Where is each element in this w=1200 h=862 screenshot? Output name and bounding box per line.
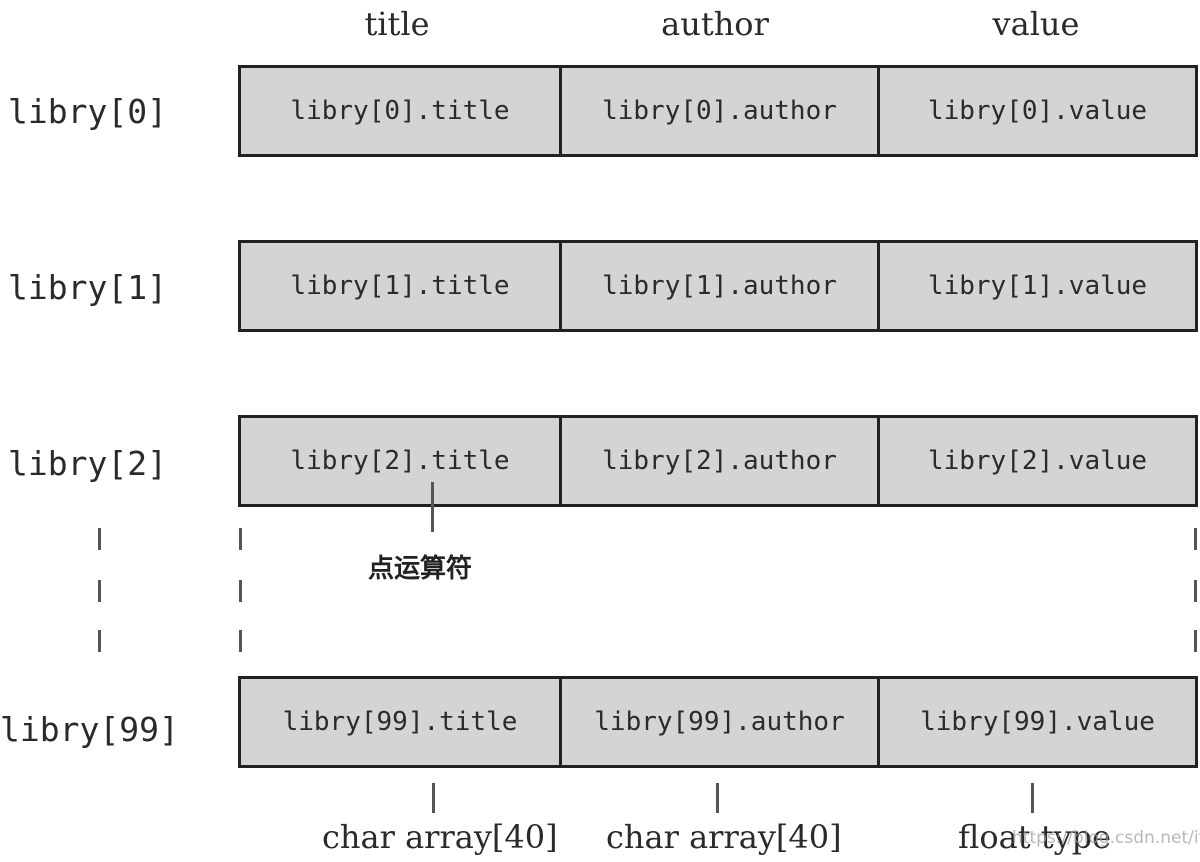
ellipsis-dash xyxy=(1194,580,1197,602)
row-label-99: libry[99] xyxy=(0,710,179,749)
ellipsis-dash xyxy=(98,630,101,652)
watermark-text: https://blog.csdn.net/itzyjr xyxy=(1012,828,1200,848)
cell-author: libry[99].author xyxy=(559,679,877,765)
cell-title: libry[2].title xyxy=(290,446,510,476)
cell-value: libry[0].value xyxy=(877,68,1195,154)
struct-row-1: libry[1].title libry[1].author libry[1].… xyxy=(238,240,1198,332)
cell-title: libry[1].title xyxy=(290,271,510,301)
ellipsis-dash xyxy=(1194,630,1197,652)
cell-value: libry[99].value xyxy=(877,679,1195,765)
ellipsis-dash xyxy=(98,580,101,602)
cell-author: libry[0].author xyxy=(559,68,877,154)
ellipsis-dash xyxy=(239,630,242,652)
cell-value: libry[1].value xyxy=(877,243,1195,329)
type-pointer-line-value xyxy=(1031,783,1034,813)
cell-title: libry[99].title xyxy=(282,707,518,737)
cell-title: libry[0].title xyxy=(290,96,510,126)
ellipsis-dash xyxy=(1194,528,1197,550)
row-label-0: libry[0] xyxy=(8,92,167,131)
row-label-2: libry[2] xyxy=(8,444,167,483)
cell-value: libry[2].value xyxy=(877,418,1195,504)
type-pointer-line-author xyxy=(716,783,719,813)
type-label-value: float type xyxy=(958,818,1112,856)
ellipsis-dash xyxy=(239,528,242,550)
ellipsis-dash xyxy=(239,580,242,602)
type-pointer-line-title xyxy=(432,783,435,813)
struct-row-0: libry[0].title libry[0].author libry[0].… xyxy=(238,65,1198,157)
column-header-value: value xyxy=(992,5,1080,43)
cell-author: libry[1].author xyxy=(559,243,877,329)
dot-operator-pointer-line xyxy=(431,482,434,532)
type-label-author: char array[40] xyxy=(606,818,842,856)
dot-operator-annotation: 点运算符 xyxy=(368,554,473,584)
struct-row-2: libry[2].title libry[2].author libry[2].… xyxy=(238,415,1198,507)
column-header-title: title xyxy=(364,5,430,43)
row-label-1: libry[1] xyxy=(8,268,167,307)
cell-author: libry[2].author xyxy=(559,418,877,504)
type-label-title: char array[40] xyxy=(322,818,558,856)
struct-row-99: libry[99].title libry[99].author libry[9… xyxy=(238,676,1198,768)
column-header-author: author xyxy=(661,5,769,43)
ellipsis-dash xyxy=(98,528,101,550)
